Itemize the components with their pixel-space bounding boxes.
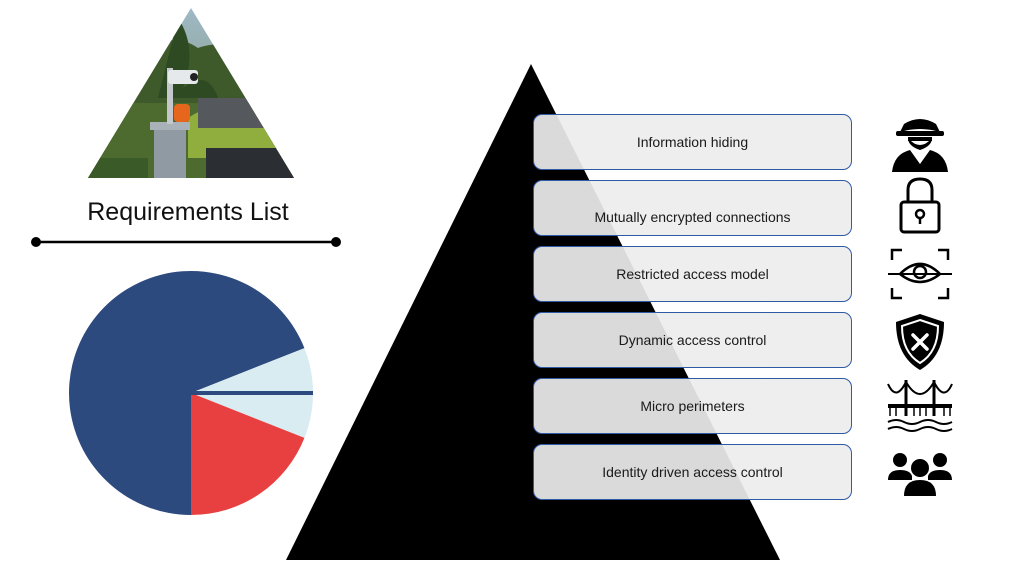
- level-information-hiding: Information hiding: [533, 114, 852, 170]
- user-group-icon: [888, 453, 952, 496]
- level-label: Information hiding: [636, 134, 749, 150]
- bridge-icon: [887, 379, 953, 432]
- requirements-title: Requirements List: [87, 198, 289, 226]
- spy-icon: [892, 119, 948, 172]
- level-micro-perimeters: Micro perimeters: [533, 378, 852, 434]
- pie-chart: [68, 270, 313, 515]
- level-dynamic-access-control: Dynamic access control: [533, 312, 852, 368]
- pyramid-shape: [286, 64, 780, 560]
- level-identity-driven-access-control: Identity driven access control: [533, 444, 852, 500]
- title-underline: [31, 237, 341, 247]
- pie-slice-0: [68, 270, 305, 515]
- level-restricted-access-model: Restricted access model: [533, 246, 852, 302]
- level-mutually-encrypted-connections: Mutually encrypted connections: [533, 180, 852, 236]
- level-label: Micro perimeters: [640, 398, 745, 414]
- level-label: Dynamic access control: [618, 332, 767, 348]
- eye-scan-icon: [888, 248, 952, 300]
- level-label: Identity driven access control: [602, 464, 783, 480]
- padlock-icon: [899, 177, 941, 234]
- level-label: Mutually encrypted connections: [594, 209, 791, 225]
- camera-photo-triangle: [88, 8, 294, 178]
- pie-slice-2: [191, 393, 305, 515]
- shield-x-icon: [896, 314, 944, 370]
- level-label: Restricted access model: [616, 266, 769, 282]
